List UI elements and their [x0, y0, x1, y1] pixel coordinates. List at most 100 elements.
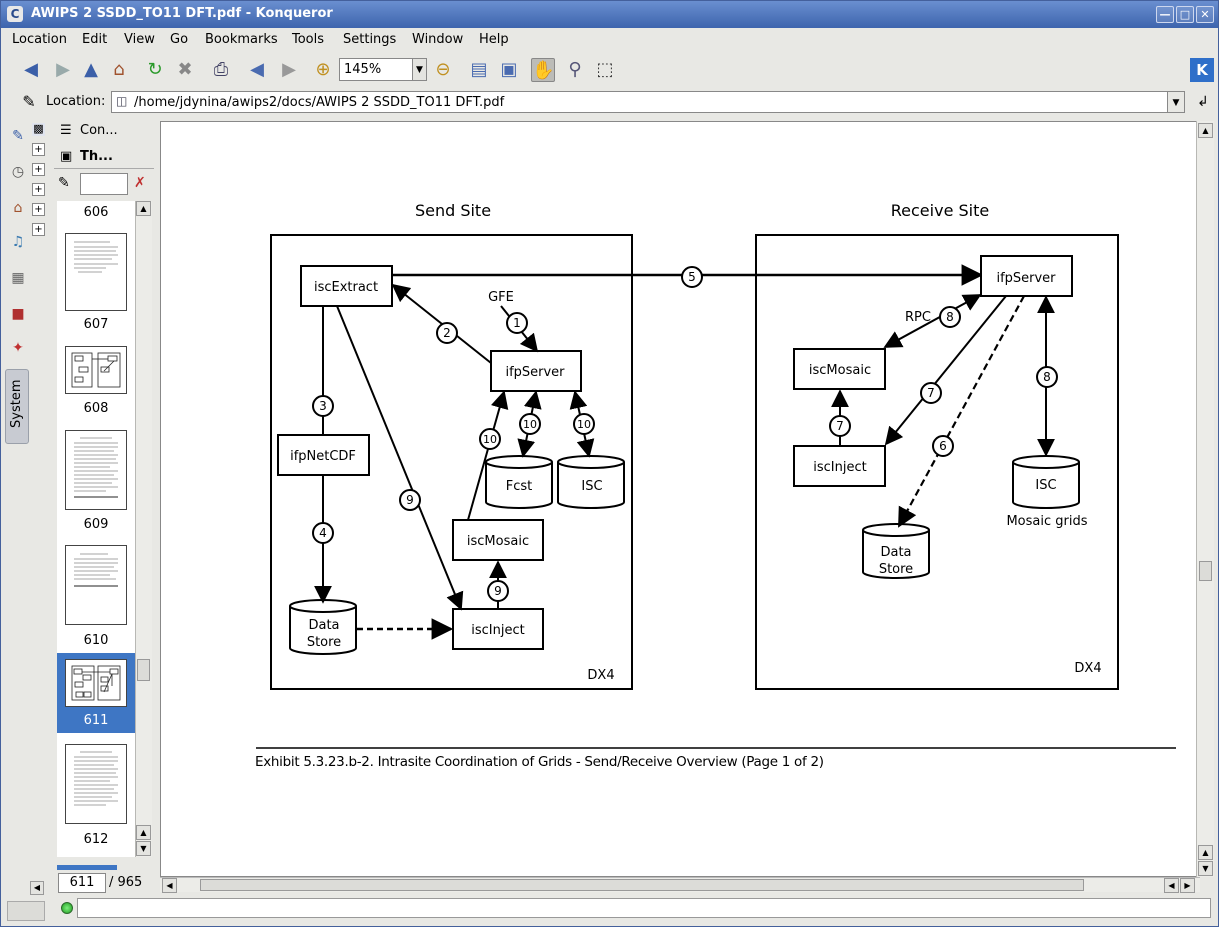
stop-icon[interactable]: ✖	[177, 59, 193, 80]
thumbnail-607[interactable]: 607	[57, 231, 135, 337]
menu-settings[interactable]: Settings	[343, 32, 397, 47]
expand-icon[interactable]: +	[32, 143, 45, 156]
pdf-viewer[interactable]: Send Site Receive Site DX4 DX4 iscExtrac…	[160, 121, 1214, 877]
menu-bookmarks[interactable]: Bookmarks	[205, 32, 278, 47]
scroll-left-icon[interactable]: ◀	[1164, 878, 1179, 893]
scroll-up-icon[interactable]: ▲	[1198, 845, 1213, 860]
thumbnail-612[interactable]: 612	[57, 735, 135, 855]
services-icon[interactable]: ✦	[12, 340, 24, 356]
menu-go[interactable]: Go	[170, 32, 189, 47]
expand-icon[interactable]: +	[32, 203, 45, 216]
scroll-left-icon[interactable]: ◀	[162, 878, 177, 893]
back-icon[interactable]: ◀	[24, 59, 38, 80]
menu-tools[interactable]: Tools	[292, 32, 325, 47]
filter-options-icon[interactable]: ✗	[134, 175, 146, 191]
zoom-combo-input[interactable]: 145%	[339, 58, 413, 81]
step-circle-4	[312, 522, 334, 544]
select-tool-icon[interactable]: ⬚	[596, 59, 614, 80]
exhibit-caption: Exhibit 5.3.23.b-2. Intrasite Coordinati…	[255, 754, 824, 770]
isc-database-send	[557, 455, 625, 509]
expand-icon[interactable]: +	[32, 163, 45, 176]
scroll-right-icon[interactable]: ▶	[1180, 878, 1195, 893]
isc-send-label: ISC	[581, 479, 602, 494]
thumbnail-608[interactable]: 608	[57, 337, 135, 421]
step-label-7-b: 7	[836, 419, 844, 433]
arrow-9-extract	[336, 305, 464, 611]
isc-recv-label: ISC	[1035, 478, 1056, 493]
thumbnail-scrollbar[interactable]: ▲ ▲ ▼	[135, 201, 152, 857]
data-store-send	[289, 599, 357, 655]
expand-icon[interactable]: +	[32, 223, 45, 236]
scrollbar-thumb[interactable]	[1199, 561, 1212, 581]
scroll-down-icon[interactable]: ▼	[136, 841, 151, 856]
scroll-left-icon[interactable]: ◀	[30, 881, 44, 895]
zoom-dropdown-icon[interactable]: ▼	[412, 58, 427, 81]
step-circle-8-b	[1036, 366, 1058, 388]
thumbnail-label: 612	[83, 832, 109, 847]
minimize-icon[interactable]: —	[1156, 6, 1174, 23]
scroll-down-icon[interactable]: ▼	[1198, 861, 1213, 876]
menu-view[interactable]: View	[124, 32, 155, 47]
network-icon[interactable]: ▦	[11, 270, 25, 286]
scroll-up-icon[interactable]: ▲	[136, 201, 151, 216]
magnifier-icon[interactable]: ⚲	[568, 59, 582, 80]
expand-icon[interactable]: +	[32, 183, 45, 196]
reload-icon[interactable]: ↻	[147, 59, 163, 80]
maximize-icon[interactable]: □	[1176, 6, 1194, 23]
history-icon[interactable]: ◷	[11, 164, 25, 180]
print-icon[interactable]: ⎙	[213, 59, 229, 80]
fit-width-icon[interactable]: ▤	[470, 59, 488, 80]
arrow-10-mosaic	[467, 390, 509, 521]
viewer-scrollbar[interactable]: ▲ ▲ ▼	[1196, 121, 1214, 877]
thumbnail-609[interactable]: 609	[57, 421, 135, 535]
bookmarks-icon[interactable]: ✎	[12, 128, 24, 144]
next-page-icon[interactable]: ▶	[282, 59, 296, 80]
thumbnail-filter-input[interactable]	[80, 173, 128, 195]
tab-thumbnails[interactable]: ▣ Th...	[54, 145, 154, 169]
tab-contents[interactable]: ☰ Con...	[54, 119, 154, 143]
viewer-horizontal-scrollbar[interactable]: ◀ ◀ ▶	[160, 877, 1200, 893]
clear-filter-icon[interactable]: ✎	[58, 175, 70, 191]
arrow-8-rpc	[883, 294, 982, 348]
menu-help[interactable]: Help	[479, 32, 509, 47]
browse-tool-icon[interactable]: ✋	[531, 58, 555, 82]
scroll-up-icon[interactable]: ▲	[1198, 123, 1213, 138]
thumbnail-610[interactable]: 610	[57, 535, 135, 651]
isc-mosaic-recv-node	[793, 348, 886, 390]
zoom-in-icon[interactable]: ⊕	[315, 59, 331, 80]
thumbnail-label: 608	[83, 401, 109, 416]
location-label: Location:	[46, 94, 106, 109]
home-folder-icon[interactable]: ⌂	[13, 200, 23, 216]
go-icon[interactable]: ↲	[1197, 94, 1209, 110]
thumbnail-606[interactable]: 606	[57, 201, 135, 231]
menu-window[interactable]: Window	[412, 32, 464, 47]
root-folder-icon[interactable]: ■	[11, 306, 25, 322]
page-number-input[interactable]: 611	[58, 873, 106, 893]
fit-page-icon[interactable]: ▣	[500, 59, 518, 80]
scrollbar-thumb[interactable]	[200, 879, 1084, 891]
scroll-up-icon[interactable]: ▲	[136, 825, 151, 840]
title-bar[interactable]: C AWIPS 2 SSDD_TO11 DFT.pdf - Konqueror …	[1, 1, 1218, 28]
tab-thumbnails-label: Th...	[80, 149, 113, 164]
page-thumbnail-image	[65, 659, 127, 707]
home-icon[interactable]: ⌂	[113, 59, 125, 80]
up-icon[interactable]: ▲	[84, 59, 98, 80]
location-input[interactable]: ◫ /home/jdynina/awips2/docs/AWIPS 2 SSDD…	[111, 91, 1169, 113]
forward-icon[interactable]: ▶	[56, 59, 70, 80]
thumbnail-list[interactable]: 606 607	[57, 201, 135, 857]
scrollbar-thumb[interactable]	[137, 659, 150, 681]
clear-location-icon[interactable]: ✎	[22, 92, 36, 111]
konqueror-app-icon[interactable]: C	[7, 6, 23, 22]
step-label-10-c: 10	[577, 418, 591, 431]
zoom-out-icon[interactable]: ⊖	[435, 59, 451, 80]
location-dropdown-icon[interactable]: ▼	[1167, 91, 1185, 113]
close-icon[interactable]: ✕	[1196, 6, 1214, 23]
previous-page-icon[interactable]: ◀	[250, 59, 264, 80]
menu-location[interactable]: Location	[12, 32, 67, 47]
step-circle-10-a	[479, 428, 501, 450]
thumbnail-611[interactable]: 611	[57, 653, 135, 733]
pdf-file-icon: ◫	[116, 94, 128, 108]
media-player-icon[interactable]: ♫	[11, 234, 25, 250]
menu-edit[interactable]: Edit	[82, 32, 108, 47]
system-tab[interactable]: System	[5, 369, 29, 444]
